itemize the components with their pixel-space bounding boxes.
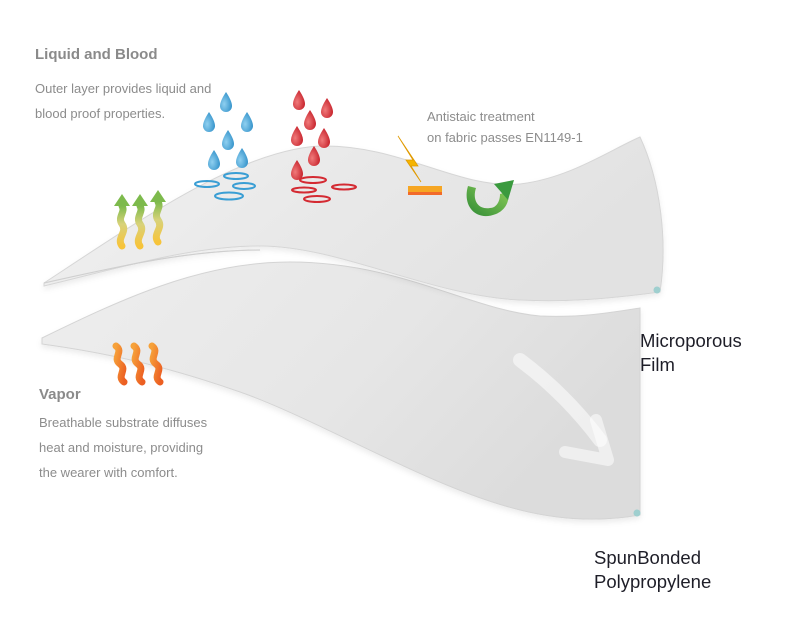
lightning-icon: [397, 135, 442, 195]
up-arrow-icon: [466, 180, 514, 217]
vapor-desc: Breathable substrate diffuses heat and m…: [39, 410, 207, 485]
antistatic-line1: Antistaic treatment: [427, 109, 535, 124]
spunbonded-layer: [41, 261, 641, 520]
water-splashes: [194, 172, 256, 201]
marker-dot-icon: [633, 509, 641, 517]
liquid-blood-line2: blood proof properties.: [35, 106, 166, 121]
blood-drop-icon: [291, 126, 303, 146]
liquid-blood-title: Liquid and Blood: [35, 46, 158, 63]
water-drop-icon: [203, 112, 215, 132]
microporous-film-label: Microporous Film: [640, 329, 742, 377]
blood-drop-icon: [308, 146, 320, 166]
water-drop-icon: [220, 92, 232, 112]
water-drop-icon: [241, 112, 253, 132]
spunbonded-label: SpunBonded Polypropylene: [594, 546, 711, 594]
blood-drop-icon: [318, 128, 330, 148]
blood-drops: [291, 90, 333, 180]
vapor-title: Vapor: [39, 386, 81, 403]
vapor-rising-icon: [116, 198, 164, 250]
vapor-arrowheads: [114, 190, 166, 206]
antistatic-desc: Antistaic treatment on fabric passes EN1…: [427, 106, 583, 148]
microporous-line1: Microporous: [640, 330, 742, 351]
water-drops: [203, 92, 253, 170]
heat-wave-icon: [112, 342, 164, 386]
water-drop-icon: [236, 148, 248, 168]
vapor-line3: the wearer with comfort.: [39, 465, 178, 480]
microporous-line2: Film: [640, 354, 675, 375]
water-drop-icon: [222, 130, 234, 150]
blood-drop-icon: [291, 160, 303, 180]
spunbonded-line2: Polypropylene: [594, 571, 712, 592]
blood-drop-icon: [304, 110, 316, 130]
blood-splashes: [291, 176, 357, 203]
spunbonded-line1: SpunBonded: [594, 547, 701, 568]
liquid-blood-line1: Outer layer provides liquid and: [35, 81, 212, 96]
antistatic-line2: on fabric passes EN1149-1: [427, 130, 583, 145]
water-drop-icon: [208, 150, 220, 170]
liquid-blood-desc: Outer layer provides liquid and blood pr…: [35, 76, 211, 126]
marker-dot-icon: [653, 286, 661, 294]
vapor-line1: Breathable substrate diffuses: [39, 415, 208, 430]
vapor-line2: heat and moisture, providing: [39, 440, 204, 455]
blood-drop-icon: [293, 90, 305, 110]
blood-drop-icon: [321, 98, 333, 118]
